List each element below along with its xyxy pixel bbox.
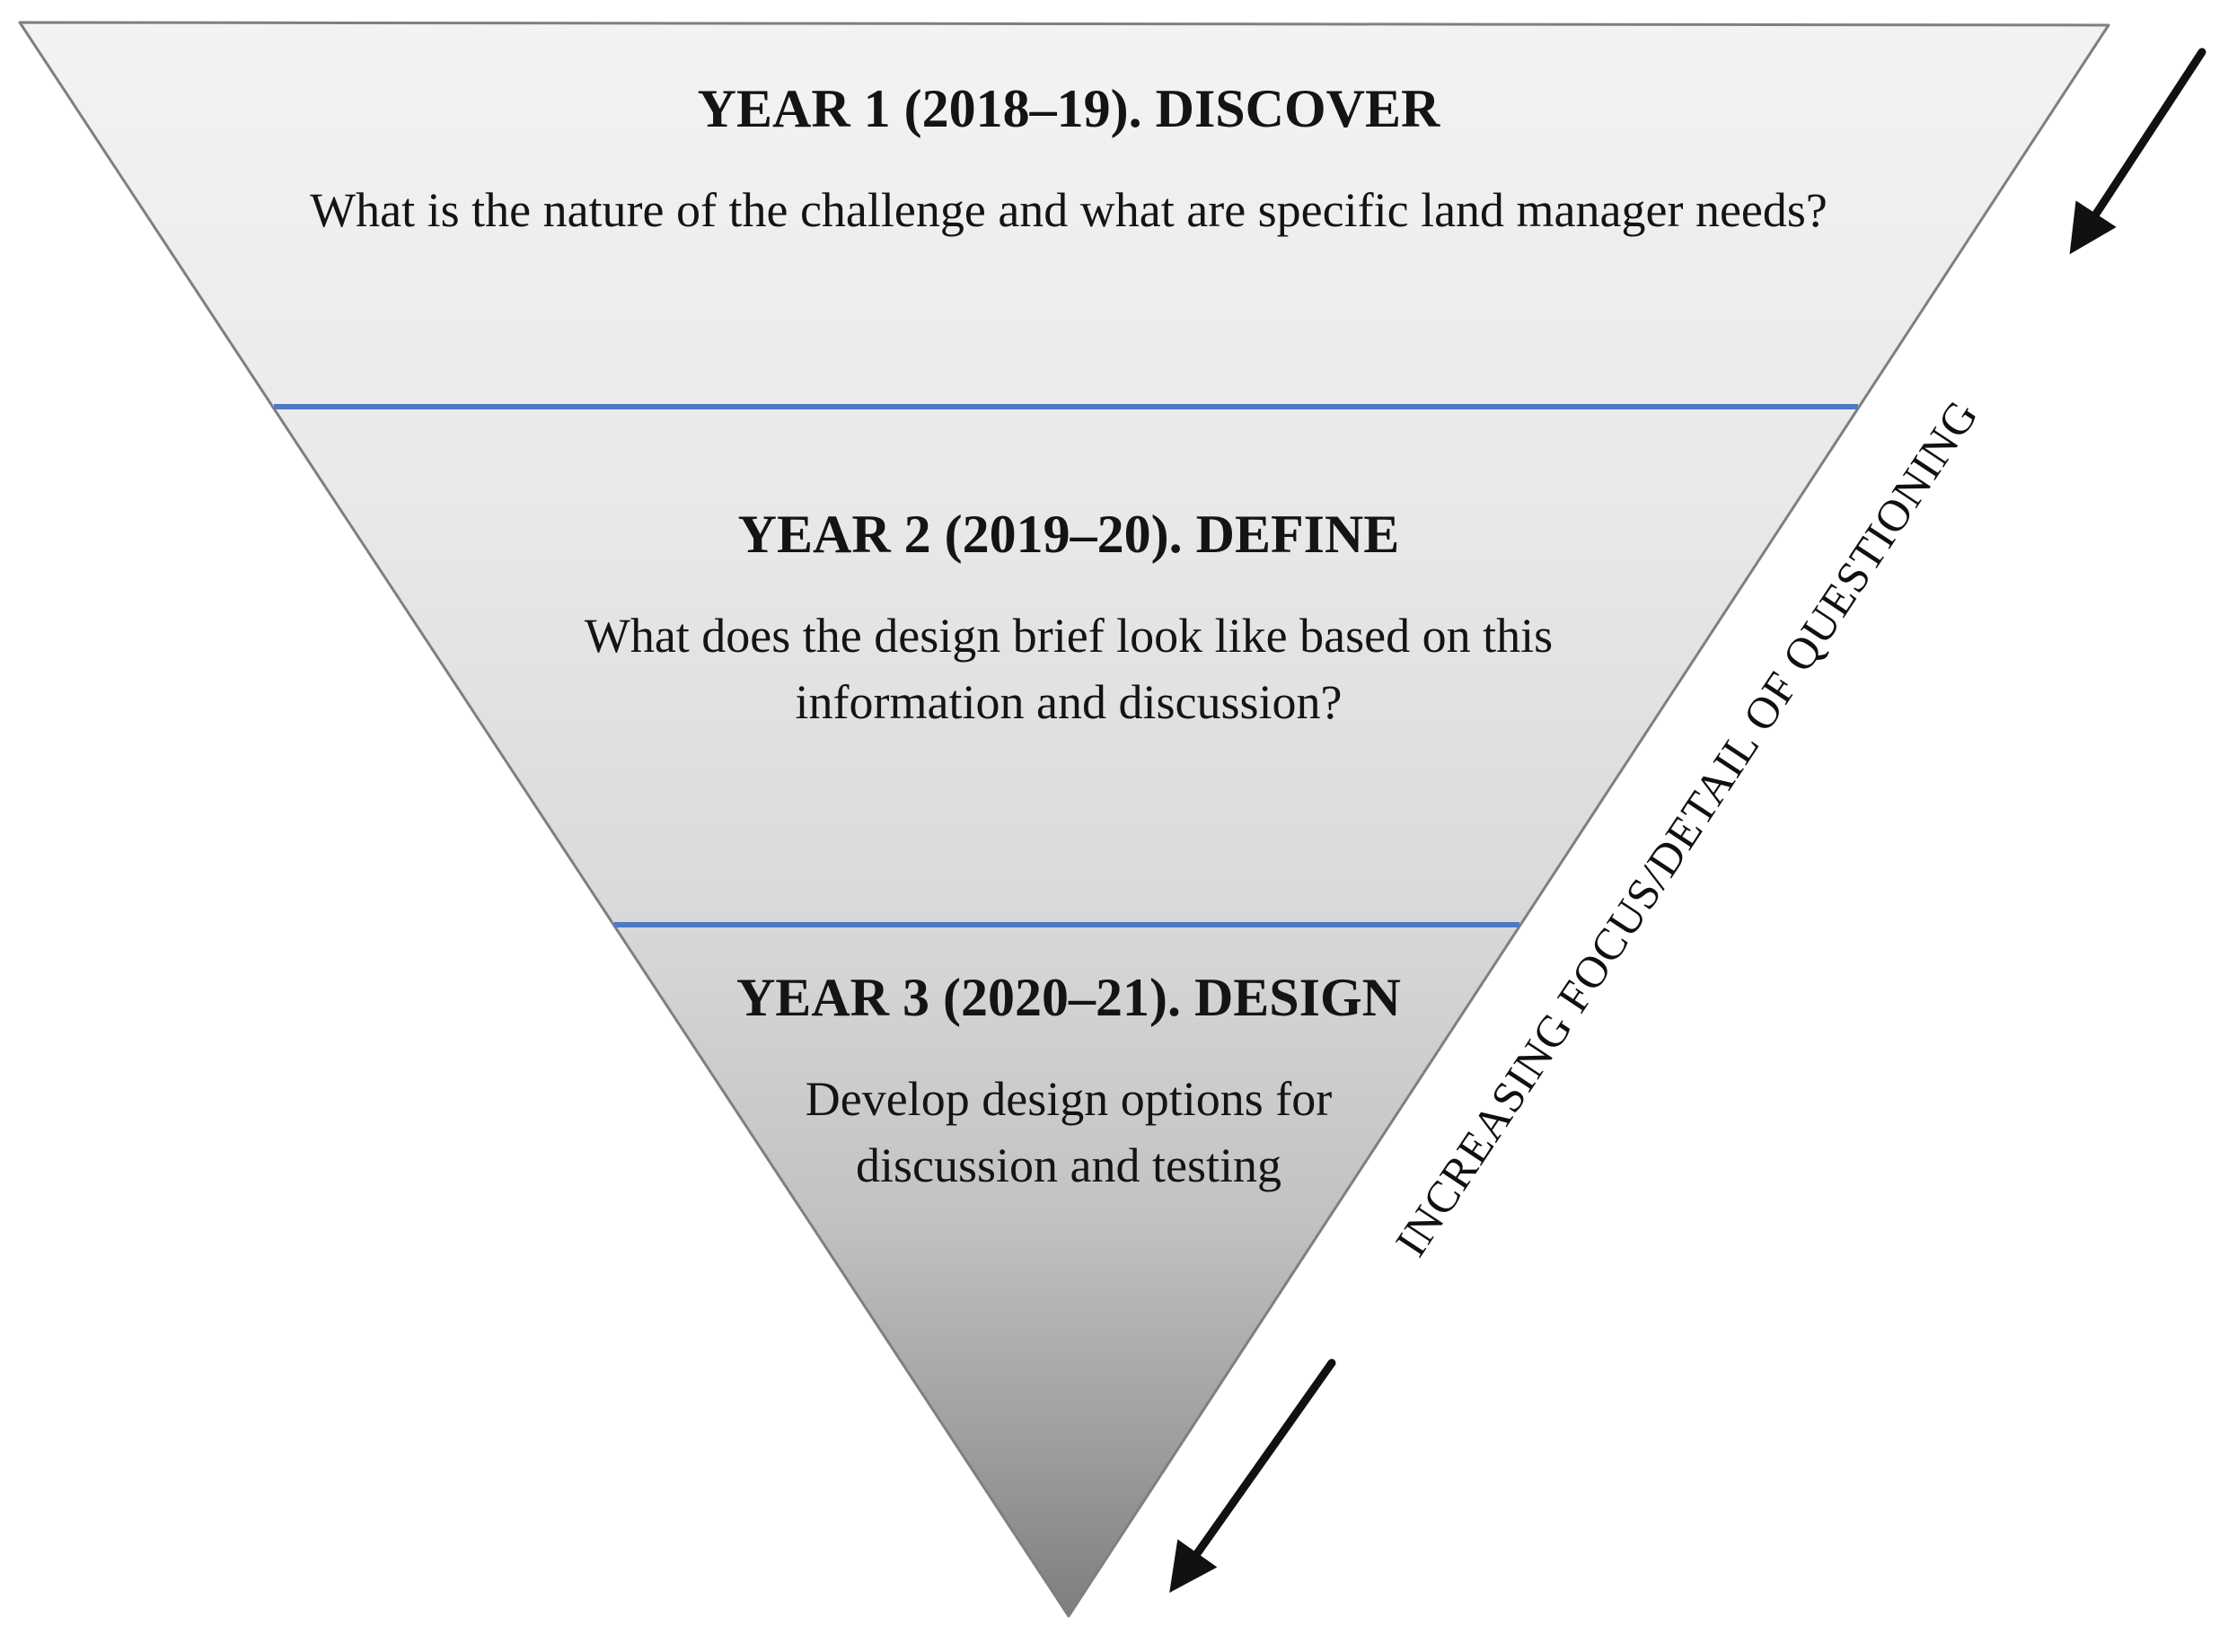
section-2-description: What does the design brief look like bas… — [584, 609, 1554, 729]
section-2-title: YEAR 2 (2019–20). DEFINE — [737, 505, 1400, 564]
bottom-arrow — [1169, 1358, 1336, 1594]
top-arrow — [2069, 48, 2206, 255]
funnel-triangle — [18, 21, 2110, 1618]
section-3-description: Develop design options for discussion an… — [805, 1072, 1333, 1192]
section-1-description: What is the nature of the challenge and … — [310, 183, 1827, 237]
section-3-title: YEAR 3 (2020–21). DESIGN — [735, 968, 1402, 1027]
section-1-title: YEAR 1 (2018–19). DISCOVER — [697, 79, 1440, 138]
